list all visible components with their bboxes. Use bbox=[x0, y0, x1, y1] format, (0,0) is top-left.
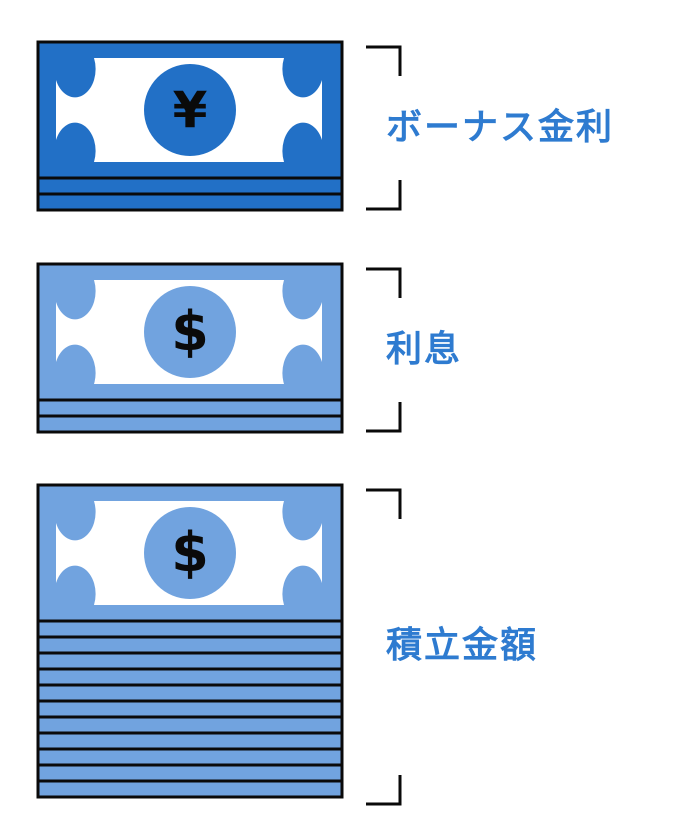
bill-layers bbox=[36, 398, 344, 434]
savings-amount-bracket bbox=[366, 488, 402, 806]
bonus-interest-label: ボーナス金利 bbox=[386, 107, 615, 148]
dollar-symbol: $ bbox=[171, 300, 209, 363]
bill-layer bbox=[36, 414, 344, 434]
dollar-banknote-icon: $ bbox=[36, 483, 344, 623]
yen-banknote-stack: ¥ bbox=[36, 40, 344, 212]
bill-layer bbox=[36, 779, 344, 799]
yen-symbol: ¥ bbox=[173, 81, 208, 139]
bill-layer bbox=[36, 715, 344, 735]
bill-layer bbox=[36, 699, 344, 719]
bill-layer bbox=[36, 192, 344, 212]
dollar-symbol: $ bbox=[171, 521, 209, 584]
bill-layer bbox=[36, 398, 344, 418]
bill-layers bbox=[36, 176, 344, 212]
bill-layers bbox=[36, 619, 344, 799]
bill-layer bbox=[36, 619, 344, 639]
bonus-interest-bracket bbox=[366, 45, 402, 211]
bill-layer bbox=[36, 651, 344, 671]
bill-layer bbox=[36, 731, 344, 751]
yen-banknote-icon: ¥ bbox=[36, 40, 344, 180]
dollar-banknote-stack: $ bbox=[36, 483, 344, 799]
bill-layer bbox=[36, 635, 344, 655]
bill-layer bbox=[36, 667, 344, 687]
dollar-banknote-icon: $ bbox=[36, 262, 344, 402]
interest-label: 利息 bbox=[386, 329, 463, 370]
bill-layer bbox=[36, 747, 344, 767]
bill-layer bbox=[36, 763, 344, 783]
bill-layer bbox=[36, 683, 344, 703]
bill-layer bbox=[36, 176, 344, 196]
dollar-banknote-stack: $ bbox=[36, 262, 344, 434]
interest-bracket bbox=[366, 267, 402, 433]
savings-amount-label: 積立金額 bbox=[386, 625, 539, 666]
